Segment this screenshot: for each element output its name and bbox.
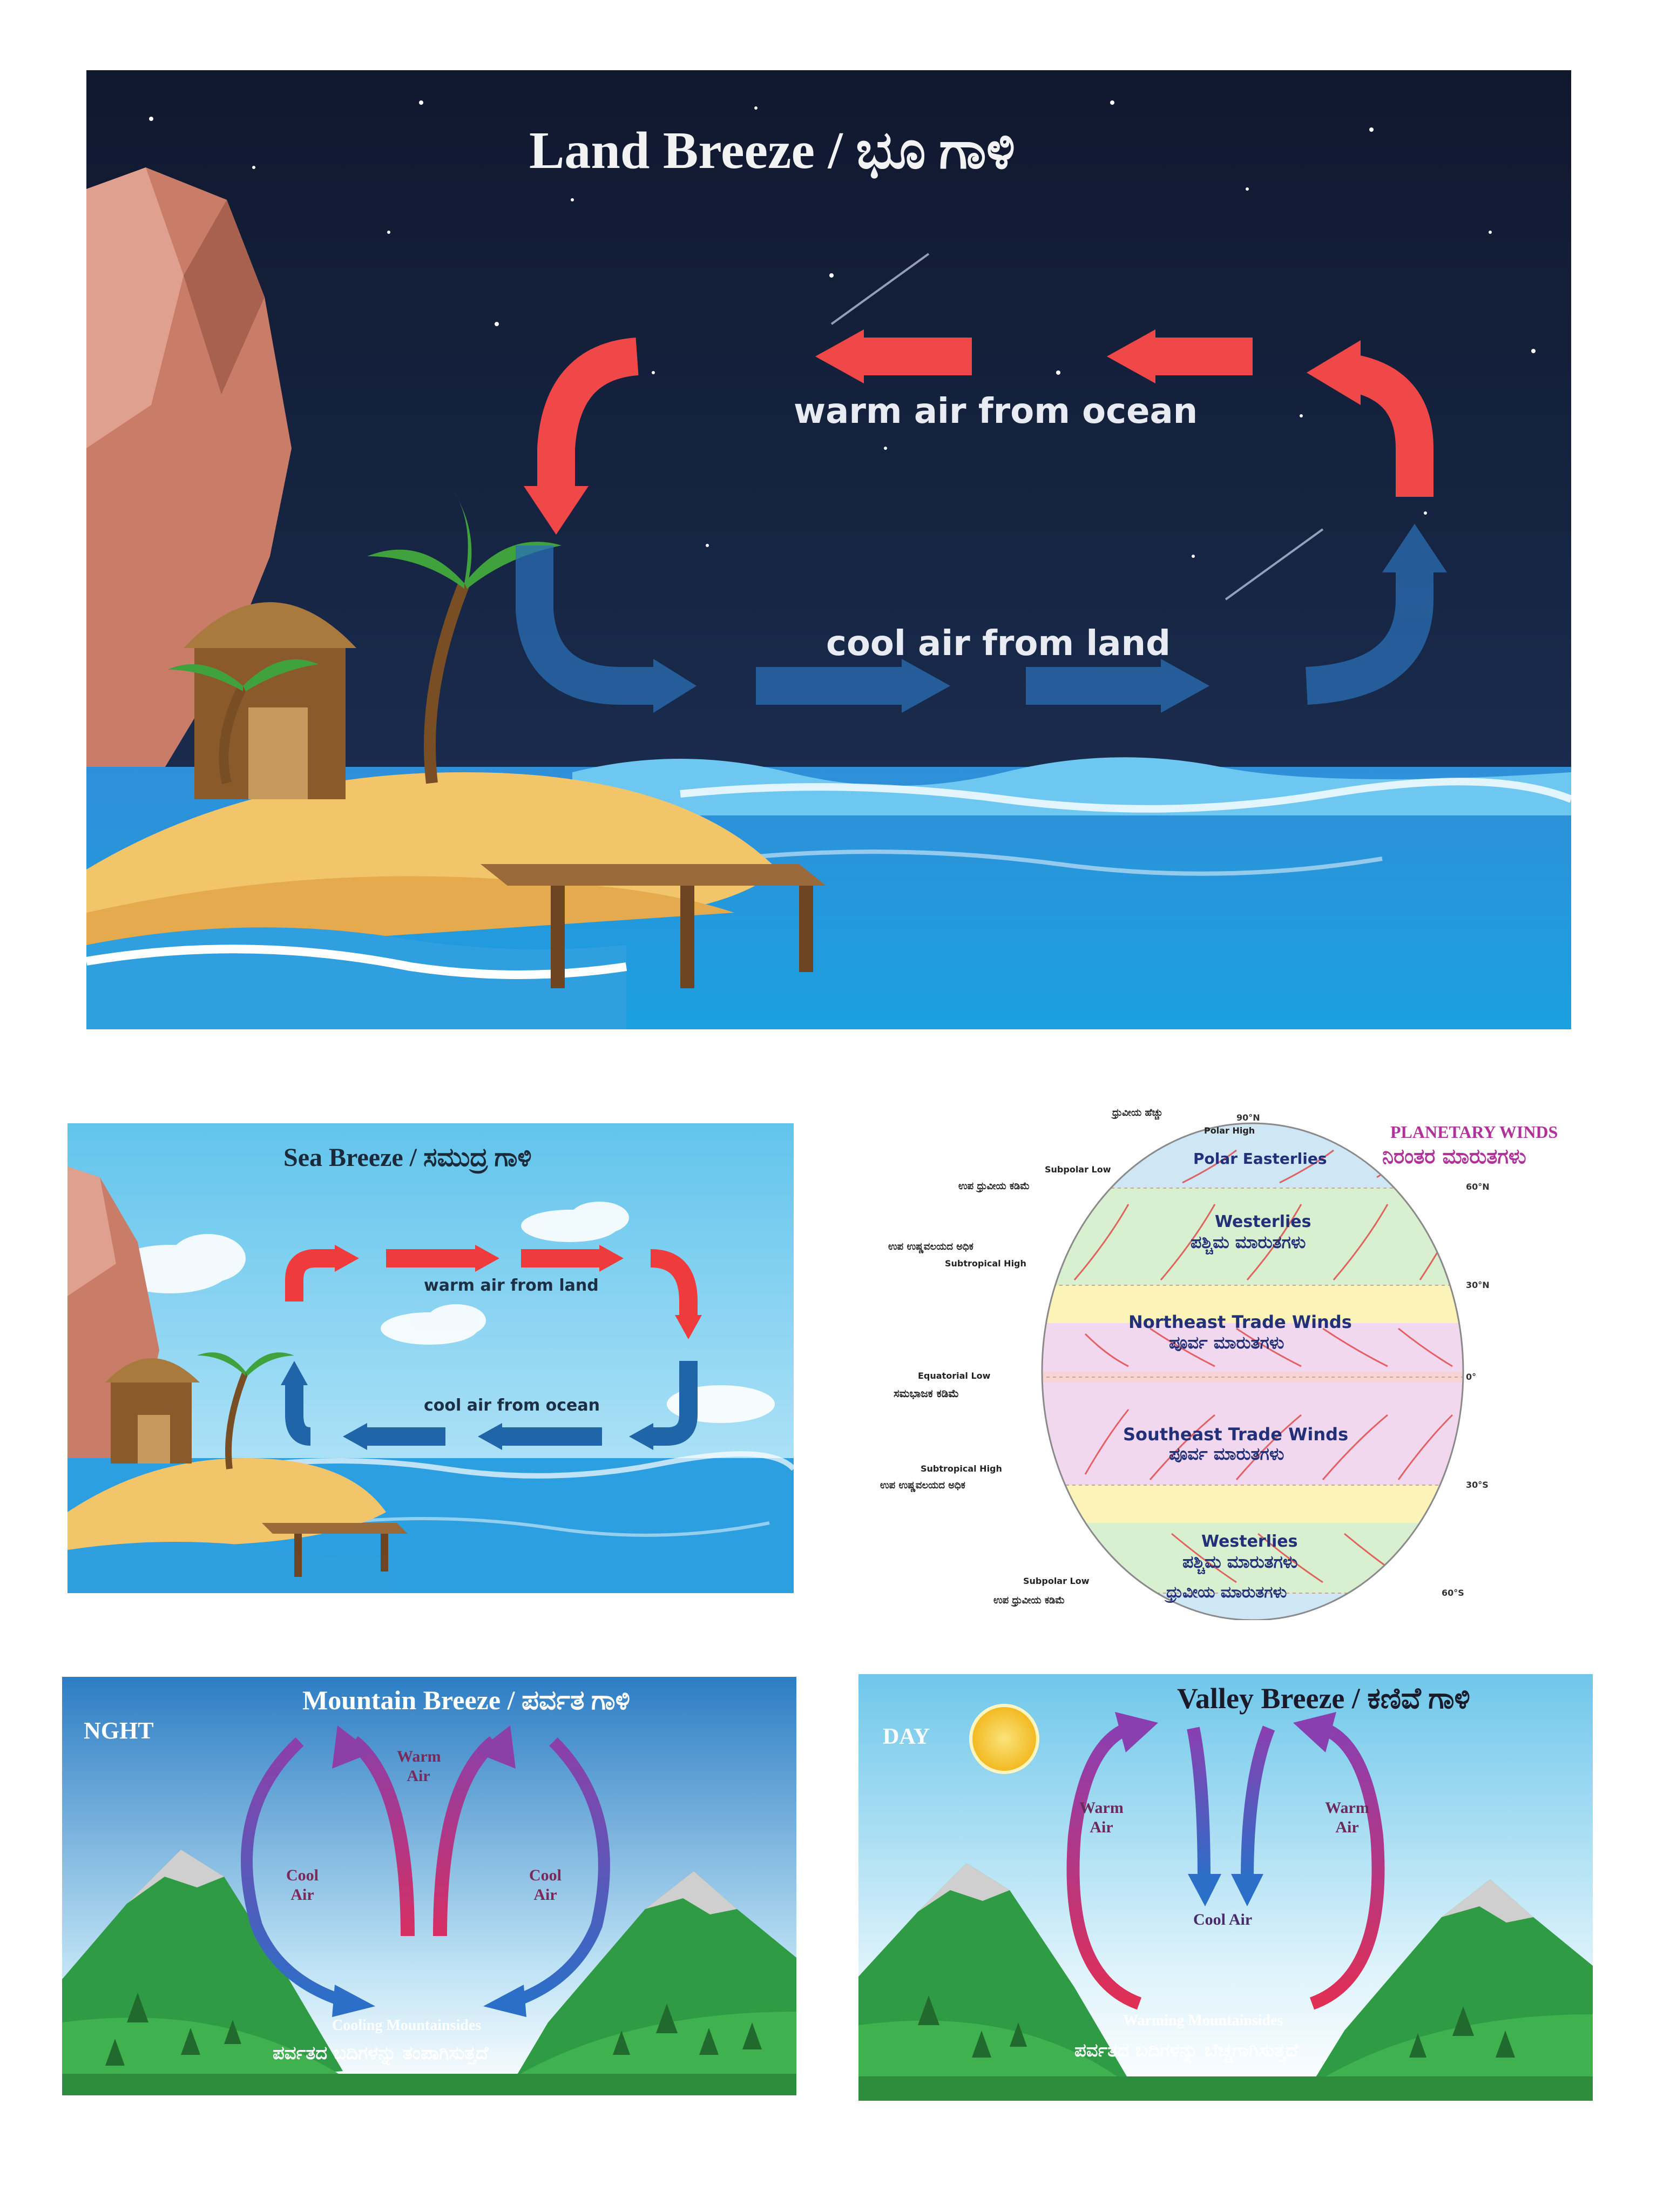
westerlies-n-kn: ಪಶ್ಚಿಮ ಮಾರುತಗಳು bbox=[1191, 1232, 1306, 1252]
land-breeze-panel: Land Breeze / ಭೂ ಗಾಳಿ warm air from ocea… bbox=[86, 70, 1571, 1029]
subpolar-low-s-en: Subpolar Low bbox=[1023, 1576, 1090, 1586]
subpolar-low-en: Subpolar Low bbox=[1045, 1164, 1111, 1175]
warm-air-label: Warm Air bbox=[397, 1747, 441, 1786]
cool-air-label: Cool Air bbox=[1193, 1911, 1253, 1928]
subpolar-low-kn: ಉಪ ಧ್ರುವೀಯ ಕಡಿಮೆ bbox=[958, 1181, 1030, 1192]
sea-breeze-illustration bbox=[67, 1123, 794, 1593]
subpolar-low-s-kn: ಉಪ ಧ್ರುವೀಯ ಕಡಿಮೆ bbox=[993, 1595, 1065, 1606]
stars bbox=[149, 100, 1536, 558]
cool-air-left-label: Cool Air bbox=[283, 1866, 321, 1905]
planetary-winds-panel: PLANETARY WINDS ನಿರಂತರ ಮಾರುತಗಳು 90°N 60°… bbox=[858, 1107, 1614, 1620]
land-breeze-illustration bbox=[86, 70, 1571, 1029]
warm-air-left-label: Warm Air bbox=[1077, 1798, 1126, 1837]
cooling-caption-kn: ಪರ್ವತದ ಬದಿಗಳನ್ನು ತಂಪಾಗಿಸುತ್ತದೆ bbox=[273, 2042, 489, 2064]
equatorial-low-kn: ಸಮಭಾಜಕ ಕಡಿಮೆ bbox=[894, 1387, 959, 1400]
latitude-60s: 60°S bbox=[1442, 1588, 1464, 1598]
equatorial-low-en: Equatorial Low bbox=[918, 1371, 991, 1381]
planetary-winds-title-kn: ನಿರಂತರ ಮಾರುತಗಳು bbox=[1382, 1144, 1526, 1168]
mountain-airflow-arrows bbox=[241, 1725, 610, 2017]
cool-air-arrows bbox=[516, 524, 1447, 713]
se-trades-kn: ಪೂರ್ವ ಮಾರುತಗಳು bbox=[1169, 1444, 1284, 1464]
latitude-60n: 60°N bbox=[1466, 1182, 1490, 1192]
latitude-30s: 30°S bbox=[1466, 1480, 1489, 1490]
warming-caption-kn: ಪರ್ವತದ ಬದಿಗಳನ್ನು ಬೆಚ್ಚಗಾಗಿಸುತ್ತದೆ bbox=[1074, 2040, 1299, 2061]
night-label: NGHT bbox=[84, 1717, 154, 1744]
polar-high-kn: ಧ್ರುವೀಯ ಹೆಚ್ಚು bbox=[1112, 1107, 1163, 1118]
cool-air-right-text: Cool Air bbox=[529, 1866, 562, 1904]
warm-air-text: Warm Air bbox=[397, 1748, 441, 1785]
warm-air-arrows bbox=[285, 1245, 702, 1339]
cool-air-from-land-label: cool air from land bbox=[826, 624, 1171, 664]
planetary-winds-globe bbox=[1041, 1122, 1464, 1620]
mountain-breeze-illustration bbox=[62, 1677, 796, 2095]
warm-air-from-land-label: warm air from land bbox=[424, 1276, 599, 1295]
valley-breeze-illustration bbox=[858, 1674, 1593, 2101]
land-breeze-title: Land Breeze / ಭೂ ಗಾಳಿ bbox=[529, 122, 1016, 180]
westerlies-n-label: Westerlies bbox=[1215, 1212, 1311, 1231]
mountain-breeze-title: Mountain Breeze / ಪರ್ವತ ಗಾಳಿ bbox=[302, 1685, 630, 1715]
valley-breeze-title: Valley Breeze / ಕಣಿವೆ ಗಾಳಿ bbox=[1177, 1682, 1470, 1715]
cool-air-right-label: Cool Air bbox=[526, 1866, 564, 1905]
planetary-winds-title-en: PLANETARY WINDS bbox=[1390, 1122, 1558, 1142]
polar-high-en: Polar High bbox=[1204, 1125, 1255, 1136]
day-label: DAY bbox=[883, 1724, 930, 1749]
warm-air-arrows bbox=[524, 329, 1433, 535]
mountain-breeze-panel: Mountain Breeze / ಪರ್ವತ ಗಾಳಿ NGHT Warm A… bbox=[62, 1677, 796, 2095]
valley-airflow-arrows bbox=[1066, 1712, 1385, 2010]
warm-air-right-text: Warm Air bbox=[1325, 1799, 1369, 1836]
westerlies-s-kn: ಪಶ್ಚಿಮ ಮಾರುತಗಳು bbox=[1182, 1552, 1298, 1572]
warm-air-from-ocean-label: warm air from ocean bbox=[794, 392, 1198, 431]
se-trades-label: Southeast Trade Winds bbox=[1123, 1424, 1349, 1445]
warming-caption-en: Warming Mountainsides bbox=[1123, 2012, 1283, 2029]
warm-air-left-text: Warm Air bbox=[1079, 1799, 1124, 1836]
sea-breeze-panel: Sea Breeze / ಸಮುದ್ರ ಗಾಳಿ warm air from l… bbox=[67, 1123, 794, 1593]
westerlies-s-label: Westerlies bbox=[1201, 1532, 1298, 1551]
ne-trades-label: Northeast Trade Winds bbox=[1128, 1312, 1352, 1332]
warm-air-right-label: Warm Air bbox=[1323, 1798, 1371, 1837]
polar-winds-s-kn: ಧ್ರುವೀಯ ಮಾರುತಗಳು bbox=[1166, 1583, 1287, 1602]
latitude-0: 0° bbox=[1466, 1372, 1477, 1382]
subtropical-high-s-en: Subtropical High bbox=[921, 1464, 1002, 1474]
valley-breeze-panel: Valley Breeze / ಕಣಿವೆ ಗಾಳಿ DAY Warm Air … bbox=[858, 1674, 1593, 2101]
cool-air-left-text: Cool Air bbox=[286, 1866, 319, 1904]
subtropical-high-s-kn: ಉಪ ಉಷ್ಣವಲಯದ ಅಧಿಕ bbox=[880, 1480, 965, 1491]
latitude-90n: 90°N bbox=[1236, 1112, 1260, 1123]
cool-air-from-ocean-label: cool air from ocean bbox=[424, 1396, 600, 1415]
latitude-30n: 30°N bbox=[1466, 1280, 1490, 1290]
subtropical-high-kn: ಉಪ ಉಷ್ಣವಲಯದ ಅಧಿಕ bbox=[888, 1241, 973, 1252]
cool-air-arrows bbox=[281, 1361, 698, 1450]
subtropical-high-en: Subtropical High bbox=[945, 1258, 1026, 1269]
polar-easterlies-label: Polar Easterlies bbox=[1193, 1150, 1327, 1168]
cooling-caption-en: Cooling Mountainsides bbox=[332, 2017, 482, 2034]
ne-trades-kn: ಪೂರ್ವ ಮಾರುತಗಳು bbox=[1169, 1332, 1284, 1353]
sea-breeze-title: Sea Breeze / ಸಮುದ್ರ ಗಾಳಿ bbox=[283, 1143, 532, 1172]
